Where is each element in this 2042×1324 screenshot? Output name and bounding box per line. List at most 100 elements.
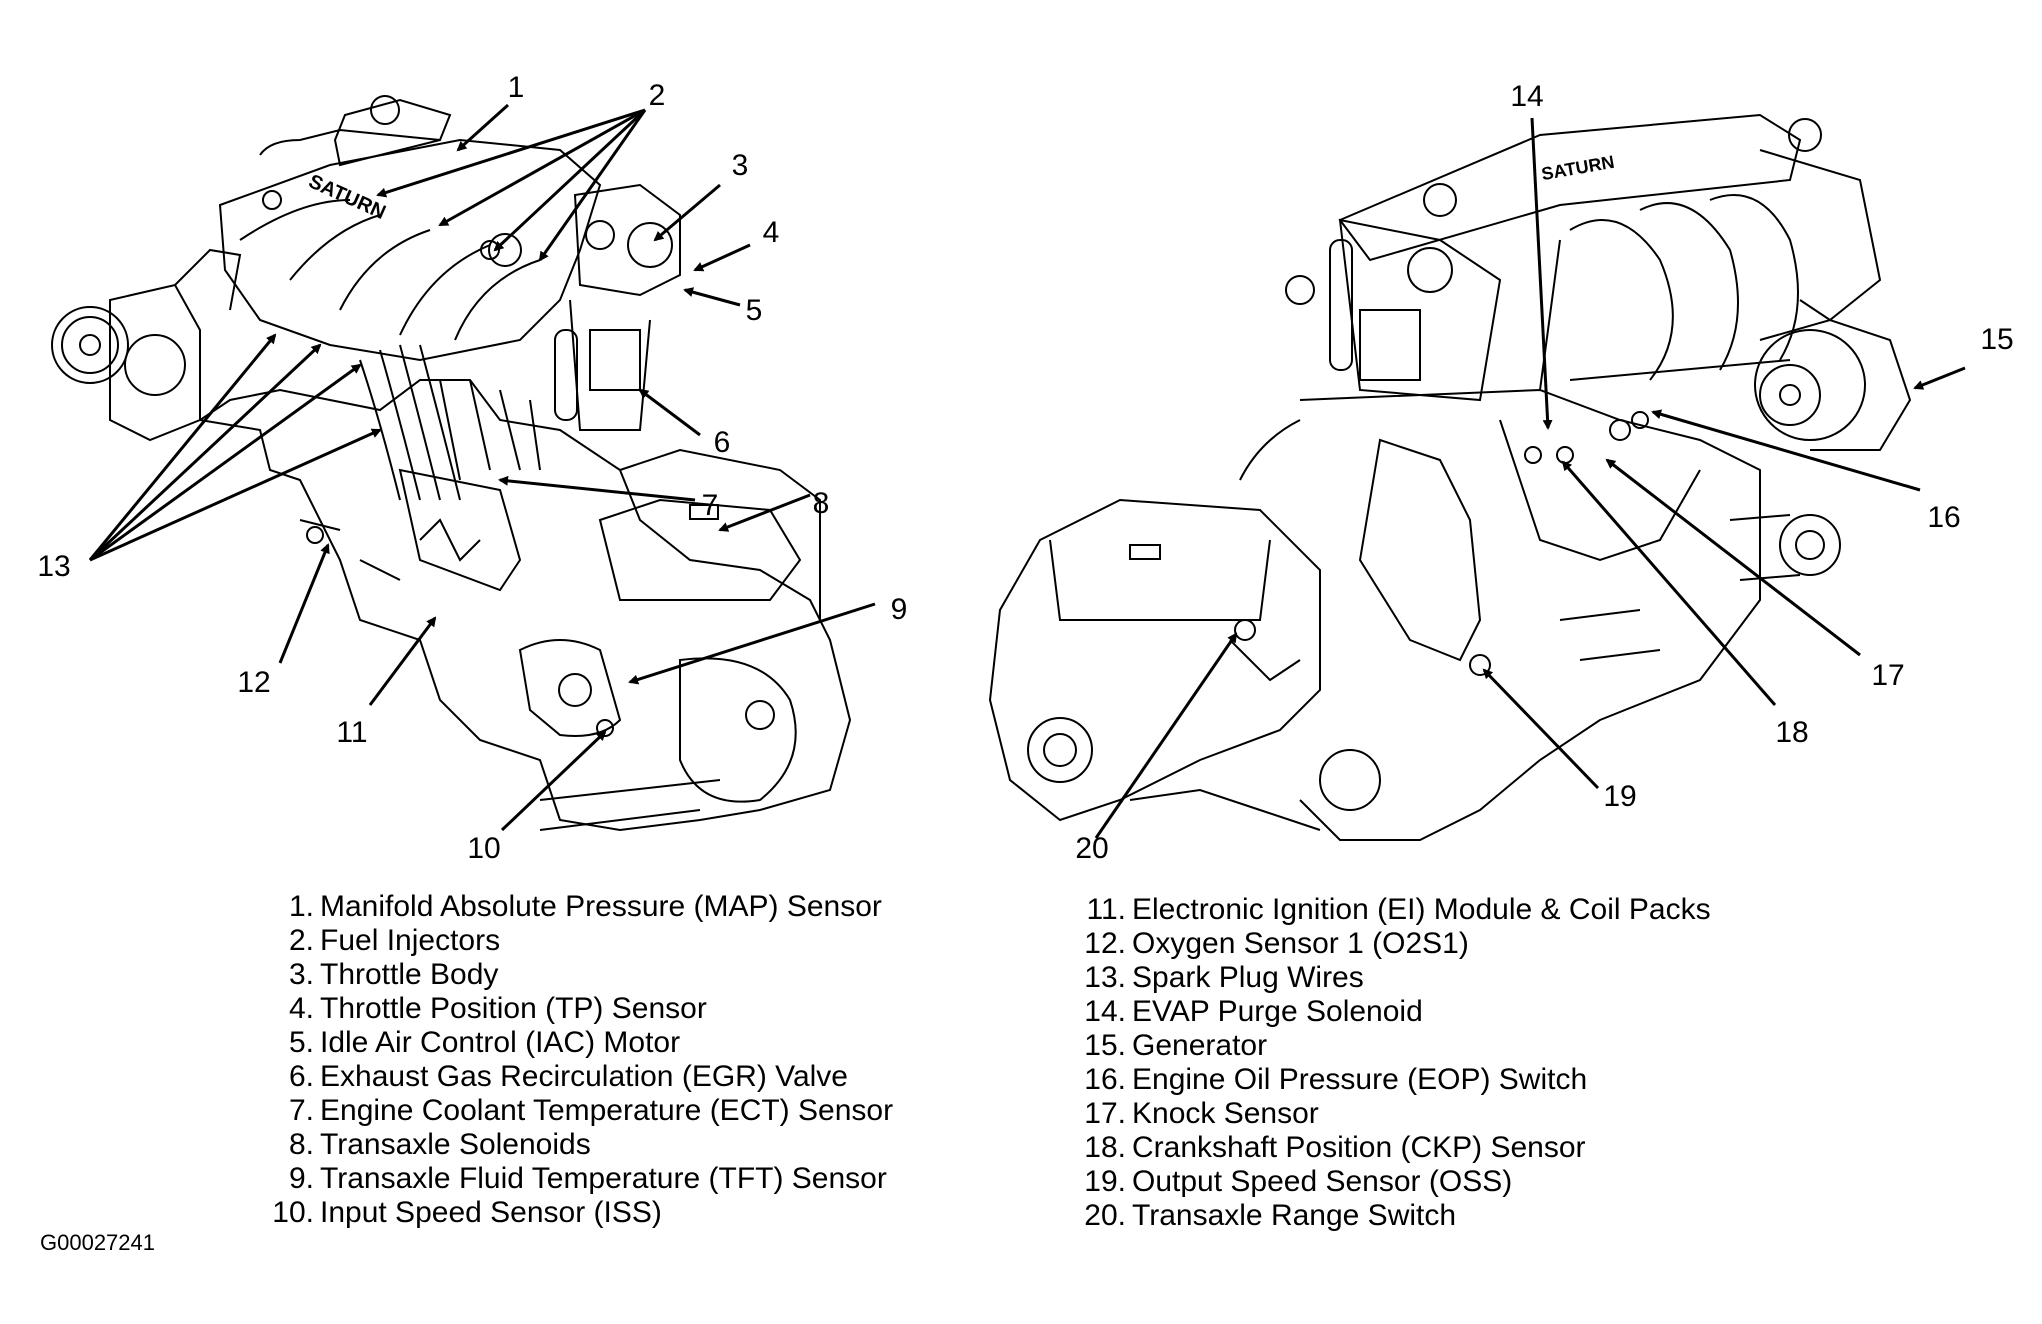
left-spark-plug-wires [359,344,461,501]
legend-item-label: Transaxle Solenoids [320,1128,591,1161]
leader-4 [693,243,751,272]
legend-item-label: Engine Coolant Temperature (ECT) Sensor [320,1094,894,1127]
leader-16 [1651,409,1921,492]
legend-item: 6.Exhaust Gas Recirculation (EGR) Valve [288,1060,848,1093]
right-engine-view: SATURN [988,113,1912,841]
legend-item-label: Spark Plug Wires [1132,961,1364,994]
legend-item: 17.Knock Sensor [1084,1097,1319,1130]
callout-14: 14 [1510,80,1544,113]
legend-item: 5.Idle Air Control (IAC) Motor [288,1026,681,1059]
leader-lines [88,103,1966,839]
legend-item: 19.Output Speed Sensor (OSS) [1084,1165,1513,1198]
callout-10: 10 [467,832,501,865]
legend-item-label: Idle Air Control (IAC) Motor [320,1026,681,1059]
legend-item-label: Fuel Injectors [320,924,501,957]
leader-2a [376,108,646,198]
callout-6: 6 [713,426,731,459]
legend-item-label: Engine Oil Pressure (EOP) Switch [1132,1063,1588,1096]
leader-7 [498,475,696,502]
leader-6 [638,388,701,437]
leader-17 [1605,458,1861,657]
legend-item: 3.Throttle Body [288,958,499,991]
legend-item: 15.Generator [1084,1029,1268,1062]
leader-11 [368,616,437,706]
legend-item: 13.Spark Plug Wires [1084,961,1364,994]
legend-item-label: Output Speed Sensor (OSS) [1132,1165,1513,1198]
legend-item-label: Transaxle Range Switch [1132,1199,1457,1232]
legend-item: 7.Engine Coolant Temperature (ECT) Senso… [288,1094,894,1127]
leader-13b [88,343,322,562]
right-intake-runners [1539,194,1799,391]
legend-item: 12.Oxygen Sensor 1 (O2S1) [1084,927,1469,960]
legend-item-label: Manifold Absolute Pressure (MAP) Sensor [320,890,882,923]
legend-item: 4.Throttle Position (TP) Sensor [288,992,707,1025]
callout-5: 5 [745,294,763,327]
legend-item: 1.Manifold Absolute Pressure (MAP) Senso… [288,890,882,923]
legend-item-label: EVAP Purge Solenoid [1132,995,1423,1028]
left-engine-view: SATURN [51,95,852,832]
legend-item-label: Knock Sensor [1132,1097,1319,1130]
callout-3: 3 [731,149,749,182]
legend-item: 10.Input Speed Sensor (ISS) [272,1196,662,1229]
legend-right: 11.Electronic Ignition (EI) Module & Coi… [1082,893,1711,1233]
leader-12 [278,543,330,664]
left-transaxle [518,639,797,831]
callout-1: 1 [507,71,525,104]
leader-3 [653,183,721,242]
legend-item: 11.Electronic Ignition (EI) Module & Coi… [1086,893,1711,926]
leader-13c [89,363,362,562]
callout-9: 9 [890,593,908,626]
leader-14 [1530,117,1553,430]
left-reservoir [333,95,522,267]
leader-13a [88,333,277,561]
legend-item-label: Transaxle Fluid Temperature (TFT) Sensor [320,1162,887,1195]
legend-item-label: Throttle Position (TP) Sensor [320,992,707,1025]
legend-item-label: Generator [1132,1029,1268,1062]
left-engine-block [197,379,852,832]
callout-19: 19 [1603,780,1637,813]
leader-1 [456,103,510,152]
right-engine-block [1239,388,1761,841]
left-intake-manifold: SATURN [218,128,602,362]
callout-20: 20 [1075,832,1109,865]
legend-item: 2.Fuel Injectors [288,924,501,957]
legend-item-label: Input Speed Sensor (ISS) [320,1196,662,1229]
right-oil-filter [1729,514,1841,581]
callout-8: 8 [812,487,830,520]
legend-left: 1.Manifold Absolute Pressure (MAP) Senso… [270,890,893,1230]
callout-17: 17 [1871,659,1905,692]
legend-item: 8.Transaxle Solenoids [288,1128,591,1161]
callout-12: 12 [237,666,271,699]
leader-18 [1561,460,1777,706]
legend-item-label: Crankshaft Position (CKP) Sensor [1132,1131,1586,1164]
callout-11: 11 [336,716,368,749]
legend-item: 18.Crankshaft Position (CKP) Sensor [1084,1131,1586,1164]
leader-13d [89,428,382,562]
leader-10 [500,730,607,832]
callout-18: 18 [1775,716,1809,749]
callout-4: 4 [762,216,780,249]
leader-2c [493,108,647,252]
right-throttle-egr [1285,183,1502,402]
leader-2d [538,109,647,262]
right-generator [1754,318,1912,451]
legend-item-label: Oxygen Sensor 1 (O2S1) [1132,927,1469,960]
callout-2: 2 [648,79,666,112]
leader-19 [1482,668,1600,790]
svg-text:SATURN: SATURN [1540,152,1616,184]
leader-5 [683,287,741,307]
figure-id: G00027241 [40,1230,155,1255]
callout-13: 13 [37,550,71,583]
leader-2b [438,108,646,227]
callout-16: 16 [1927,501,1961,534]
left-pulley [51,306,129,384]
leader-20 [1094,632,1238,839]
legend-item-label: Electronic Ignition (EI) Module & Coil P… [1132,893,1711,926]
svg-text:SATURN: SATURN [305,170,389,223]
leader-15 [1913,366,1966,390]
legend-item: 9.Transaxle Fluid Temperature (TFT) Sens… [288,1162,887,1195]
legend-item-label: Throttle Body [320,958,499,991]
legend-item: 20.Transaxle Range Switch [1084,1199,1457,1232]
